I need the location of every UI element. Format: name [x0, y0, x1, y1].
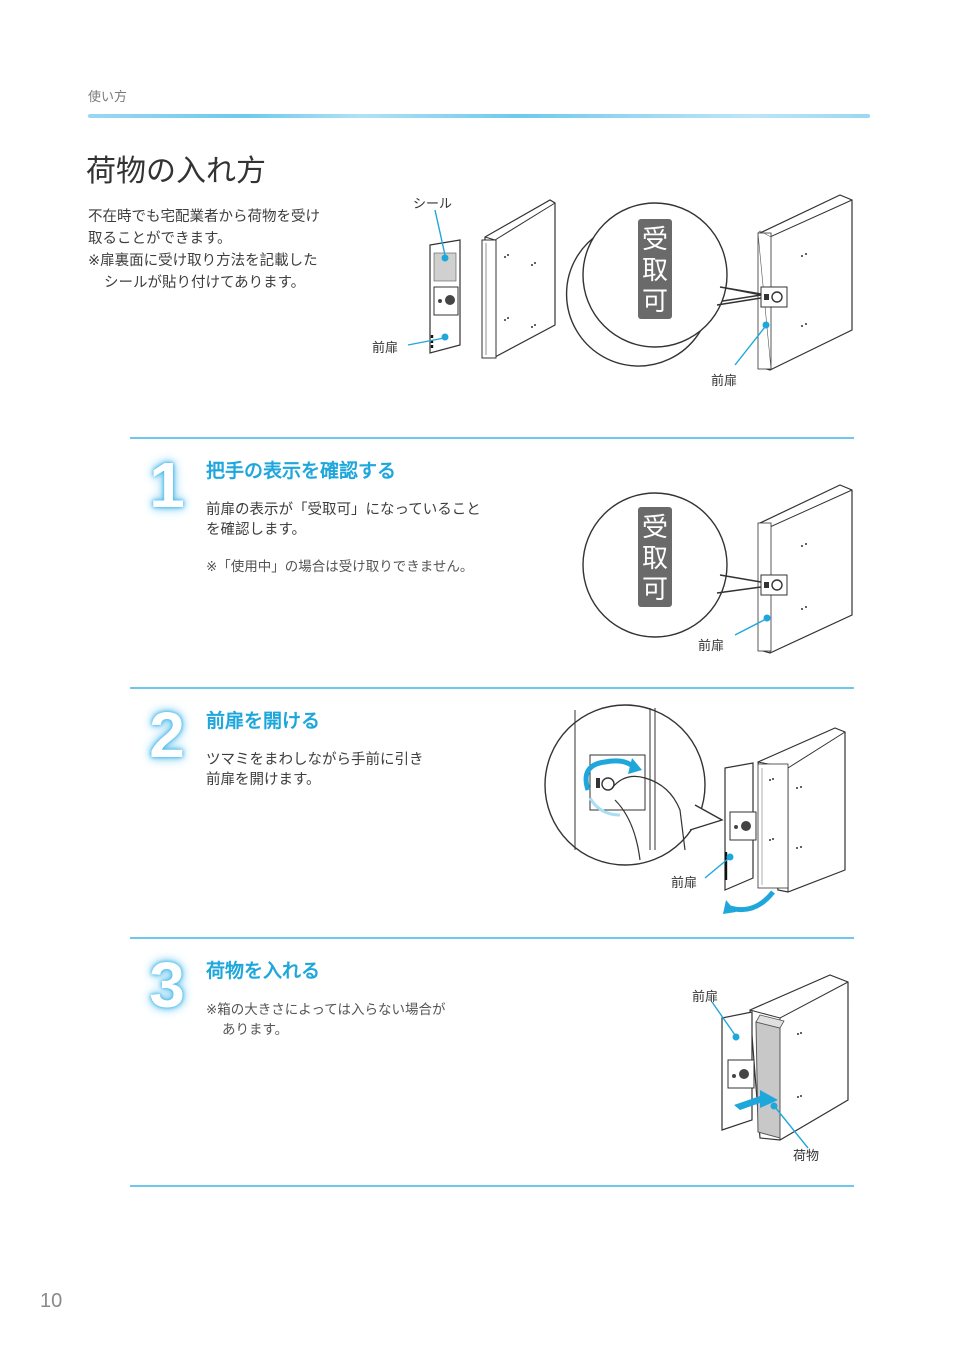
intro-line: 取ることができます。	[88, 231, 232, 247]
package-label: 荷物	[793, 1149, 820, 1164]
step-divider	[130, 937, 854, 939]
step-title: 前扉を開ける	[206, 710, 321, 732]
step-body: 前扉の表示が「受取可」になっていること を確認します。	[206, 502, 481, 538]
seal-label: シール	[413, 197, 453, 212]
display-char: 可	[642, 575, 668, 605]
step-title: 把手の表示を確認する	[206, 460, 397, 482]
step-number-1: 1	[149, 449, 185, 521]
front-door-label: 前扉	[711, 374, 738, 389]
front-door-label: 前扉	[692, 990, 719, 1005]
step-number-2: 2	[149, 699, 185, 771]
display-char: 取	[642, 256, 668, 286]
display-char: 受	[642, 513, 668, 543]
front-door-label: 前扉	[698, 639, 725, 654]
step-note: ※「使用中」の場合は受け取りできません。	[206, 559, 474, 575]
header-divider	[88, 114, 870, 118]
step-title: 荷物を入れる	[206, 960, 321, 982]
intro-line: 不在時でも宅配業者から荷物を受け	[88, 209, 320, 225]
step1-box-illustration: 受 取 可	[582, 484, 853, 654]
intro-note: ※扉裏面に受け取り方法を記載した シールが貼り付けてあります。	[88, 253, 318, 291]
step-divider	[130, 437, 854, 439]
front-door-label: 前扉	[671, 876, 698, 891]
step-body: ツマミをまわしながら手前に引き 前扉を開けます。	[206, 752, 424, 788]
step-number-3: 3	[149, 949, 185, 1021]
step-divider	[130, 1185, 854, 1187]
page-number: 10	[40, 1290, 63, 1312]
display-char: 受	[642, 225, 668, 255]
front-door-label: 前扉	[372, 341, 399, 356]
section-label: 使い方	[88, 90, 128, 105]
display-char: 取	[642, 544, 668, 574]
open-box-illustration	[407, 199, 556, 359]
step3-package-illustration	[711, 974, 849, 1149]
closed-box-illustration: 受 取 可	[565, 194, 853, 371]
intro-text: 不在時でも宅配業者から荷物を受け 取ることができます。 ※扉裏面に受け取り方法を…	[88, 206, 320, 294]
step2-open-door-illustration	[544, 704, 846, 914]
step-divider	[130, 687, 854, 689]
step-note: ※箱の大きさによっては入らない場合が あります。	[206, 1002, 446, 1038]
page-title: 荷物の入れ方	[86, 154, 266, 189]
display-char: 可	[642, 287, 668, 317]
